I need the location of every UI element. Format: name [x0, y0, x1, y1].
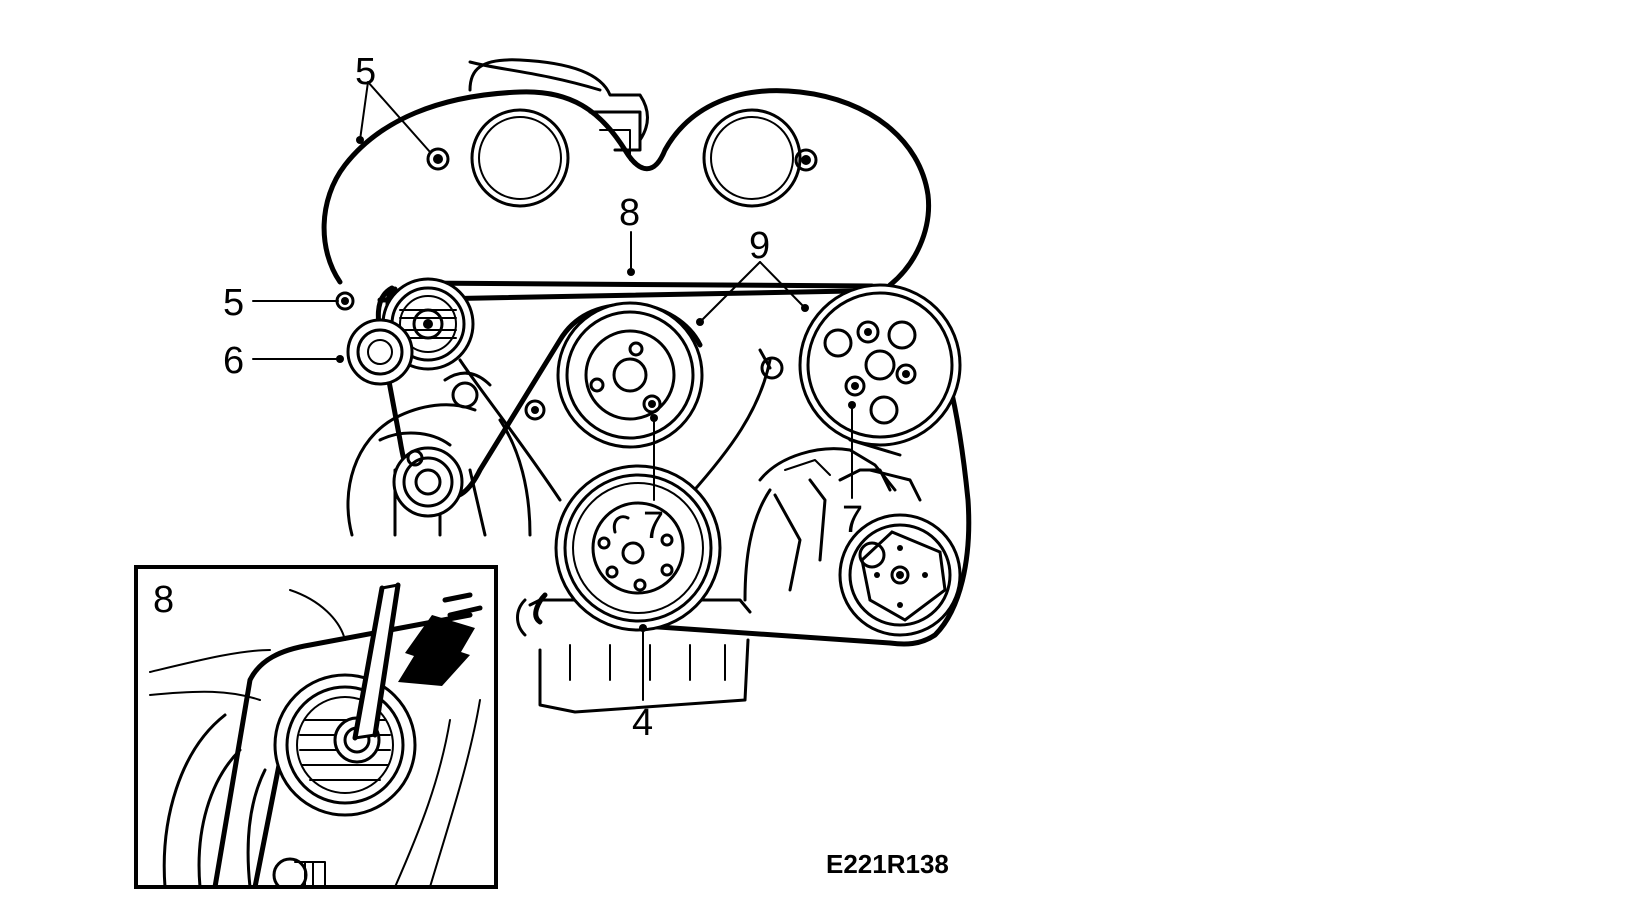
callout-4: 4: [632, 702, 653, 744]
callout-9: 9: [749, 225, 770, 267]
ac-compressor: [838, 513, 962, 637]
inset-label-8: 8: [153, 579, 174, 621]
callout-5-left: 5: [223, 282, 244, 324]
inset-detail: 8: [134, 565, 498, 889]
callout-6: 6: [223, 340, 244, 382]
callout-lines: [252, 81, 856, 701]
figure-code: E221R138: [826, 849, 949, 879]
idler-pulley: [346, 318, 414, 386]
power-steering-pulley: [556, 301, 704, 449]
crankshaft-pulley: [554, 464, 722, 632]
compressor-pulley-upper: [798, 283, 962, 447]
timing-cover: [321, 58, 932, 288]
callout-5-top: 5: [355, 51, 376, 93]
alternator-pulley: [392, 446, 464, 518]
callout-7-left: 7: [643, 505, 664, 547]
callout-8: 8: [619, 192, 640, 234]
callout-7-right: 7: [842, 499, 863, 541]
